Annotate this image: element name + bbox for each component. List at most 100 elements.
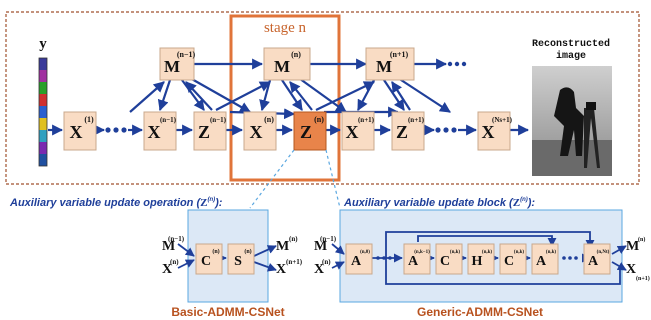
basic-output: X (n+1) — [276, 258, 303, 277]
svg-text:(n+1): (n+1) — [286, 258, 303, 266]
stage-label: stage n — [264, 20, 307, 36]
svg-text:(n): (n) — [212, 248, 219, 255]
svg-text:M: M — [274, 57, 290, 76]
m-node: M (n−1) — [159, 47, 196, 81]
svg-text:(n,Nt): (n,Nt) — [597, 250, 610, 255]
row-node: X (n−1) — [143, 111, 177, 151]
row-node-highlighted: Z (n) — [293, 111, 327, 151]
reconstructed-label-2: image — [556, 50, 586, 62]
svg-text:(n−1): (n−1) — [177, 50, 196, 59]
svg-text:(n−1): (n−1) — [210, 116, 227, 124]
svg-text:A: A — [536, 254, 547, 269]
projection-lines — [249, 149, 341, 209]
svg-text:(Ns+1): (Ns+1) — [492, 116, 513, 124]
svg-text:C: C — [201, 254, 211, 269]
svg-text:M: M — [276, 239, 289, 254]
svg-text:X: X — [276, 262, 286, 277]
svg-text:(n+1): (n+1) — [390, 50, 409, 59]
svg-text:X: X — [250, 122, 263, 142]
svg-text:M: M — [164, 57, 180, 76]
reconstructed-image — [532, 66, 612, 176]
basic-block: S (n) — [227, 243, 255, 275]
svg-text:M: M — [376, 57, 392, 76]
ellipsis-dots — [105, 61, 467, 133]
generic-output: X (n+1) — [626, 262, 650, 282]
generic-name: Generic-ADMM-CSNet — [417, 305, 543, 319]
svg-text:(n,k): (n,k) — [546, 250, 556, 255]
row-node: X (n) — [243, 111, 277, 151]
svg-text:(n+1): (n+1) — [358, 116, 375, 124]
generic-block: A (n,k−1) — [403, 243, 431, 275]
generic-block: C (n,k) — [499, 243, 527, 275]
svg-text:X: X — [314, 262, 324, 277]
svg-text:X: X — [482, 122, 495, 142]
svg-text:(n−1): (n−1) — [320, 235, 337, 243]
svg-text:(n): (n) — [291, 50, 301, 59]
generic-input: X (n) — [314, 258, 331, 277]
svg-text:C: C — [504, 254, 514, 269]
generic-input: M (n−1) — [314, 235, 337, 254]
ellipsis-dots — [376, 256, 578, 260]
row-node: Z (n−1) — [193, 111, 227, 151]
svg-text:C: C — [440, 254, 450, 269]
svg-text:S: S — [234, 254, 242, 269]
svg-text:(n+1): (n+1) — [636, 275, 650, 282]
y-label: y — [39, 36, 47, 52]
svg-text:Z: Z — [396, 122, 408, 142]
svg-text:X: X — [346, 122, 359, 142]
svg-text:X: X — [148, 122, 161, 142]
pipeline-frame — [5, 11, 640, 185]
generic-block: H (n,k) — [467, 243, 495, 275]
svg-text:M: M — [162, 239, 175, 254]
reconstructed-label: Reconstructed — [532, 38, 610, 50]
m-node: M (n+1) — [365, 47, 415, 81]
basic-name: Basic-ADMM-CSNet — [171, 305, 284, 319]
flow-arrows — [48, 58, 530, 136]
svg-text:(n): (n) — [638, 236, 645, 243]
svg-text:A: A — [351, 254, 362, 269]
svg-text:X: X — [162, 262, 172, 277]
svg-text:M: M — [626, 239, 639, 254]
svg-text:Z: Z — [300, 122, 312, 142]
svg-text:(n,k): (n,k) — [482, 250, 492, 255]
svg-text:(n): (n) — [314, 115, 324, 124]
basic-input: M (n−1) — [162, 235, 185, 254]
svg-text:(n+1): (n+1) — [408, 116, 425, 124]
generic-block: A (n,Nt) — [583, 243, 611, 275]
svg-text:H: H — [472, 254, 483, 269]
basic-output: M (n) — [276, 235, 298, 254]
generic-block: A (n,k) — [531, 243, 559, 275]
row-node: X (Ns+1) — [477, 111, 513, 151]
row-node: X (n+1) — [341, 111, 375, 151]
svg-text:(n): (n) — [264, 115, 274, 124]
svg-text:X: X — [70, 122, 83, 142]
svg-text:M: M — [314, 239, 327, 254]
basic-input: X (n) — [162, 258, 179, 277]
stage-box — [229, 14, 341, 182]
svg-text:A: A — [588, 254, 599, 269]
basic-block: C (n) — [195, 243, 223, 275]
svg-text:(n): (n) — [244, 248, 251, 255]
svg-text:(n): (n) — [170, 258, 179, 266]
generic-heading: Auxiliary variable update block (Z(n)): — [343, 197, 535, 209]
row-node: Z (n+1) — [391, 111, 425, 151]
generic-block: C (n,k) — [435, 243, 463, 275]
svg-text:Z: Z — [198, 122, 210, 142]
svg-text:(n,k): (n,k) — [450, 250, 460, 255]
svg-text:(n−1): (n−1) — [160, 116, 177, 124]
svg-text:(n): (n) — [322, 258, 331, 266]
generic-output: M (n) — [626, 236, 645, 254]
basic-heading: Auxiliary variable update operation (Z(n… — [9, 197, 223, 209]
svg-text:(n,k−1): (n,k−1) — [414, 250, 430, 255]
svg-text:(n−1): (n−1) — [168, 235, 185, 243]
generic-block: A (n,0) — [345, 243, 373, 275]
svg-text:(n,0): (n,0) — [360, 250, 370, 255]
row-node: X (1) — [63, 111, 97, 151]
measurement-vector — [38, 57, 48, 167]
svg-text:(n,k): (n,k) — [514, 250, 524, 255]
m-node: M (n) — [263, 47, 311, 81]
svg-text:A: A — [408, 254, 419, 269]
svg-text:X: X — [626, 262, 636, 277]
svg-text:(n): (n) — [289, 235, 298, 243]
